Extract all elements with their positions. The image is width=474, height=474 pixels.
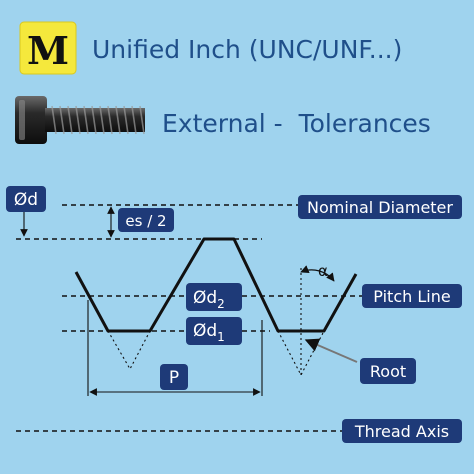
root-label: Root (360, 358, 416, 384)
m-logo-icon: M (19, 21, 77, 75)
root-v-right (277, 330, 325, 377)
major-diameter-text: Ød (14, 190, 38, 210)
svg-text:Ød1: Ød1 (193, 321, 225, 344)
pitch-label: P (160, 364, 188, 390)
logo-letter: M (27, 28, 69, 73)
thread-profile (74, 237, 358, 333)
pitch-diameter-text: Ød (193, 288, 217, 308)
minor-diameter-label: Ød1 (186, 317, 242, 345)
upper-deviation-text: es / 2 (125, 212, 166, 230)
pitch-line-label: Pitch Line (362, 284, 462, 308)
hex-bolt-icon (15, 96, 145, 144)
pitch-line-text: Pitch Line (373, 287, 450, 306)
flank-angle-arc (300, 265, 335, 282)
root-text: Root (370, 362, 406, 381)
upper-deviation-label: es / 2 (118, 208, 174, 232)
major-diameter-label: Ød (6, 186, 46, 212)
pitch-diameter-label: Ød2 (186, 283, 242, 311)
root-v-left (107, 330, 151, 371)
minor-diameter-text: Ød (193, 321, 217, 341)
thread-axis-text: Thread Axis (354, 422, 449, 441)
pitch-diameter-subscript: 2 (217, 297, 225, 311)
root-pointer-arrow (304, 338, 358, 363)
nominal-diameter-label: Nominal Diameter (298, 195, 462, 219)
svg-text:Ød2: Ød2 (193, 288, 225, 311)
flank-angle-label: α (318, 262, 328, 280)
pitch-text: P (169, 368, 179, 388)
page-subtitle: External - Tolerances (162, 109, 431, 138)
page-title: Unified Inch (UNC/UNF...) (92, 35, 402, 64)
nominal-diameter-text: Nominal Diameter (307, 198, 453, 217)
thread-axis-label: Thread Axis (342, 419, 462, 443)
minor-diameter-subscript: 1 (217, 330, 225, 344)
